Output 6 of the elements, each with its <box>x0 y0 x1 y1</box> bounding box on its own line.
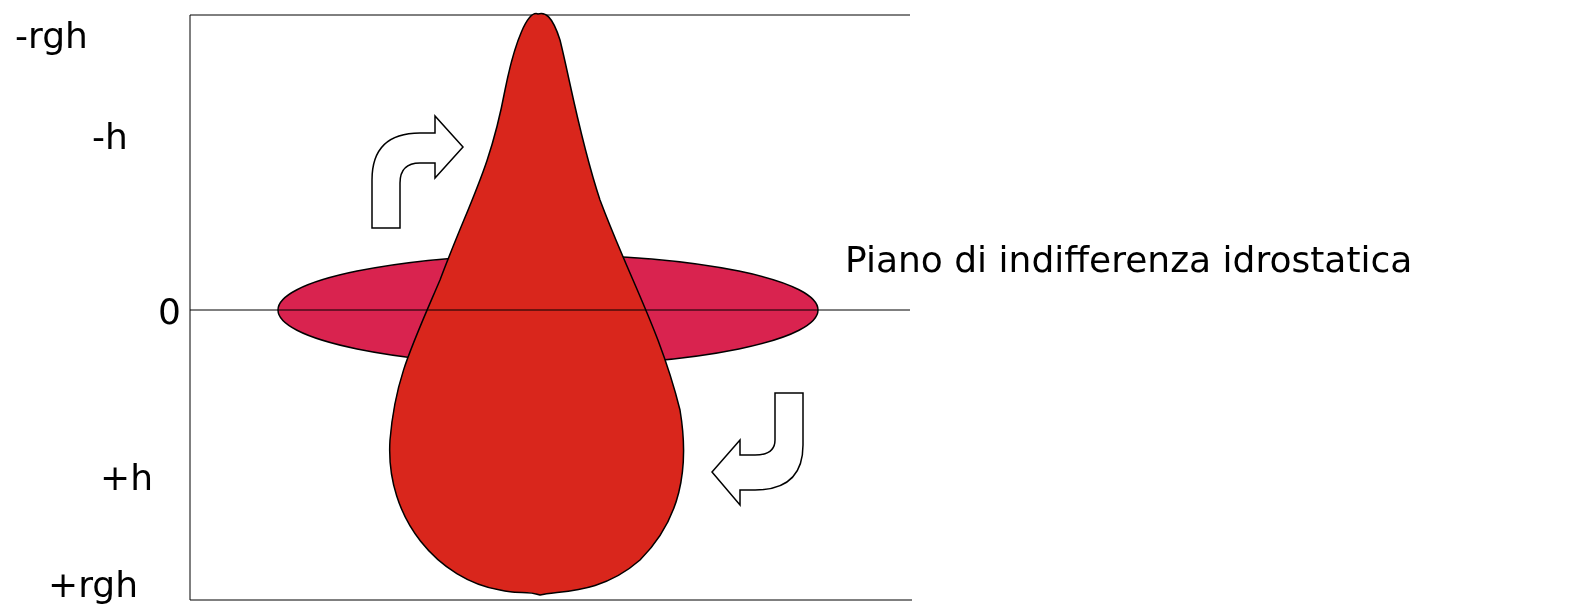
axis-label: 0 <box>158 292 181 332</box>
axis-label: +rgh <box>48 565 138 605</box>
plane-label: Piano di indifferenza idrostatica <box>845 240 1413 280</box>
axis-label: -h <box>92 117 128 157</box>
axis-label: +h <box>100 458 153 498</box>
axis-label: -rgh <box>15 16 88 56</box>
